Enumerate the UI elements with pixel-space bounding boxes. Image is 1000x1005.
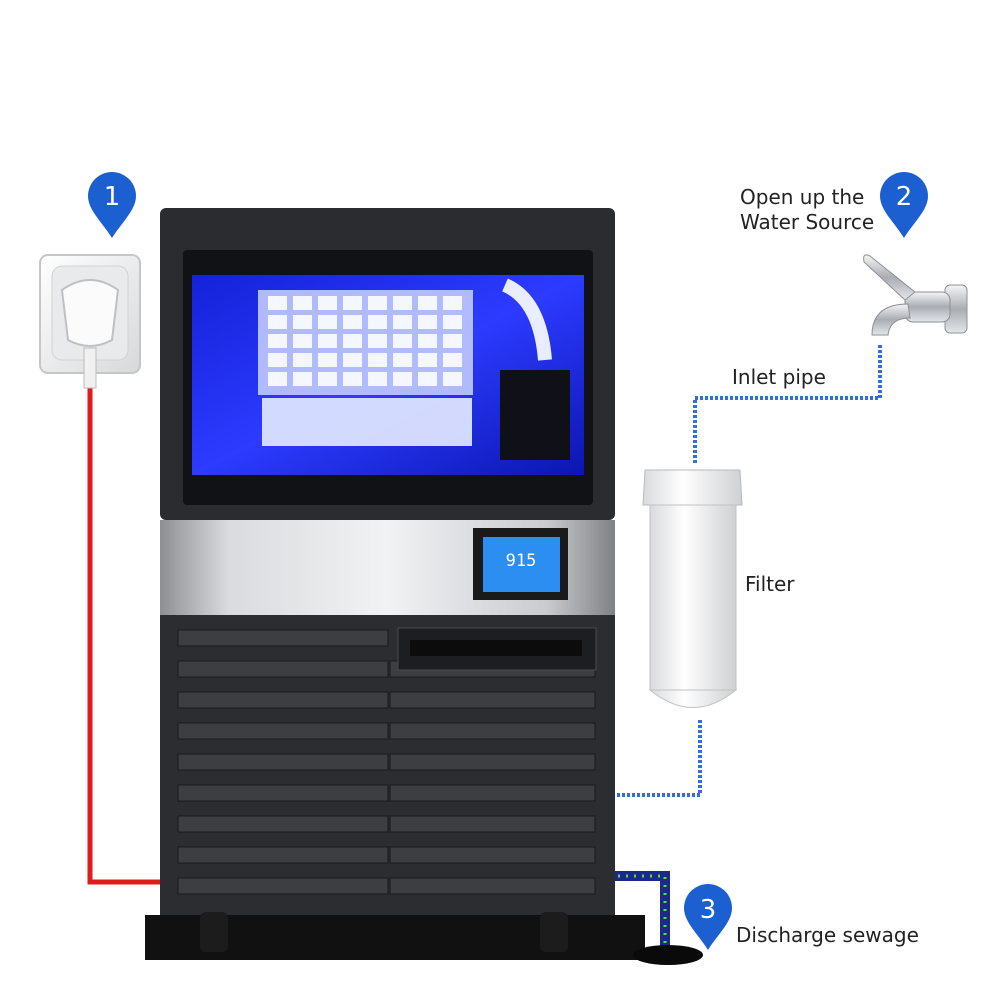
ice-cube-grid	[268, 296, 462, 386]
ice-cube	[368, 353, 387, 367]
vent-slat	[389, 753, 596, 771]
ice-cube	[293, 353, 312, 367]
ice-cube	[418, 372, 437, 386]
interior-pipe	[501, 278, 552, 361]
ice-cube	[268, 353, 287, 367]
drain-pipe-dots	[610, 874, 667, 950]
step-1-number: 1	[104, 182, 121, 212]
water-faucet	[863, 254, 968, 336]
ice-cube	[393, 296, 412, 310]
step-2-pin: 2	[880, 172, 928, 238]
ice-cube	[443, 315, 462, 329]
ice-cube	[343, 372, 362, 386]
ice-cube	[293, 296, 312, 310]
vent-slat	[177, 784, 389, 802]
step-2-label-line1: Open up the	[740, 185, 865, 209]
ice-cube	[393, 334, 412, 348]
ice-cube	[268, 296, 287, 310]
vent-slat	[389, 784, 596, 802]
ice-cube	[318, 372, 337, 386]
ice-cube	[293, 372, 312, 386]
ice-cube	[318, 353, 337, 367]
ice-cube	[343, 315, 362, 329]
filter-to-machine-pipe	[610, 720, 702, 797]
step-3-number: 3	[700, 895, 717, 925]
ice-cube	[393, 353, 412, 367]
wall-outlet	[39, 254, 141, 389]
water-pump	[500, 370, 570, 460]
ice-mould	[258, 290, 473, 395]
ice-cube	[393, 372, 412, 386]
inlet-pipe-label: Inlet pipe	[732, 365, 826, 389]
ice-cube	[368, 296, 387, 310]
ice-tray	[262, 398, 472, 446]
door-handle-slot	[410, 640, 582, 656]
vent-slat	[389, 722, 596, 740]
ice-cube	[343, 296, 362, 310]
floor-drain	[633, 945, 703, 965]
step-1-pin: 1	[88, 172, 136, 238]
vent-slat	[389, 846, 596, 864]
ice-cube	[368, 334, 387, 348]
ice-cube	[318, 296, 337, 310]
ice-cube	[268, 334, 287, 348]
ice-cube	[368, 372, 387, 386]
ice-cube	[293, 315, 312, 329]
vent-slat	[177, 846, 389, 864]
step-2-label-line2: Water Source	[740, 210, 875, 234]
vent-slat	[177, 691, 389, 709]
vent-slat	[389, 691, 596, 709]
discharge-sewage-label: Discharge sewage	[736, 923, 919, 947]
ice-cube	[268, 315, 287, 329]
ice-cube	[368, 315, 387, 329]
machine-foot-left	[200, 912, 228, 952]
vent-slat	[389, 877, 596, 895]
step-3-pin: 3	[684, 884, 732, 950]
ice-cube	[418, 353, 437, 367]
ice-cube	[443, 334, 462, 348]
ice-cube	[318, 315, 337, 329]
vent-slat	[177, 722, 389, 740]
ice-cube	[418, 315, 437, 329]
vent-slat	[177, 660, 389, 678]
vent-slat	[177, 629, 389, 647]
filter-label: Filter	[745, 572, 795, 596]
step-2-number: 2	[896, 182, 913, 212]
ice-cube	[443, 353, 462, 367]
ice-cube	[318, 334, 337, 348]
ice-cube	[343, 334, 362, 348]
ice-cube	[418, 334, 437, 348]
vent-slat	[177, 753, 389, 771]
ice-cube	[443, 296, 462, 310]
ice-machine: 915	[160, 208, 615, 952]
ice-cube	[268, 372, 287, 386]
ice-cube	[443, 372, 462, 386]
ice-cube	[293, 334, 312, 348]
ice-cube	[393, 315, 412, 329]
vent-slat	[177, 877, 389, 895]
lcd-reading: 915	[506, 551, 537, 571]
ice-cube	[343, 353, 362, 367]
vent-slat	[389, 815, 596, 833]
power-cable	[87, 385, 165, 885]
ice-cube	[418, 296, 437, 310]
inlet-pipe	[693, 345, 882, 465]
vent-slat	[177, 815, 389, 833]
water-filter	[642, 469, 743, 708]
machine-foot-right	[540, 912, 568, 952]
lcd-screen	[483, 537, 560, 592]
